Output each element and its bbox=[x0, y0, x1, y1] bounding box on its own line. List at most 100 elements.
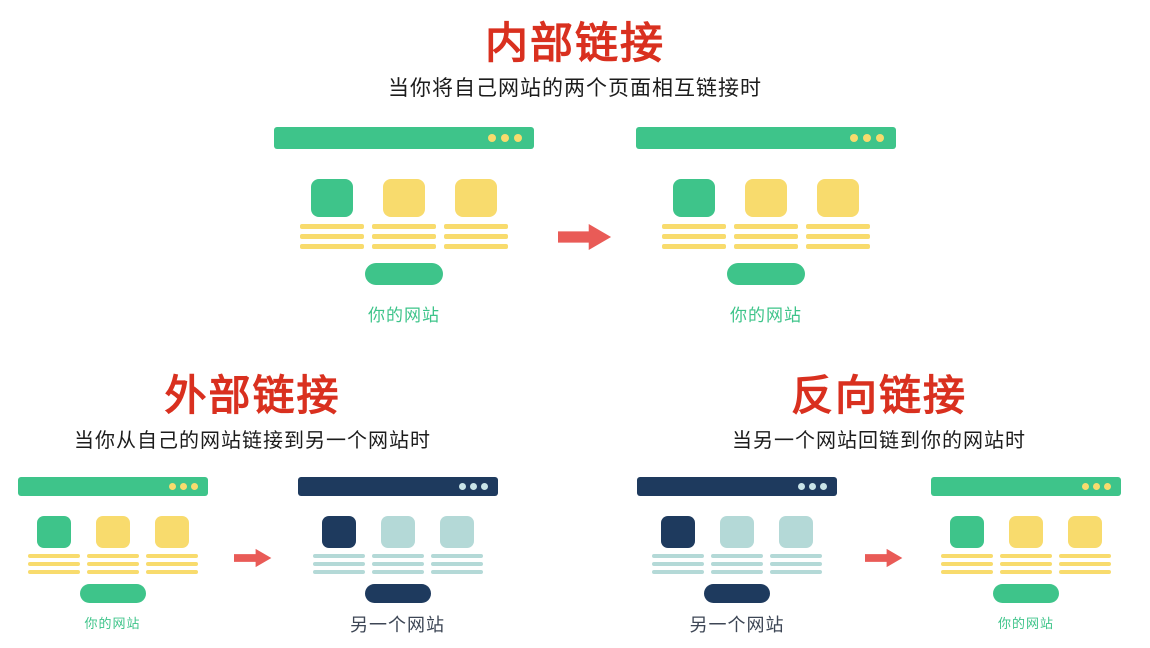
text-line bbox=[312, 570, 365, 574]
text-line bbox=[1059, 570, 1111, 574]
content-column bbox=[145, 516, 198, 574]
text-line bbox=[941, 570, 993, 574]
text-line bbox=[711, 570, 763, 574]
footer-pill bbox=[704, 584, 770, 603]
text-line bbox=[1000, 554, 1052, 558]
browser-dot-icon bbox=[501, 134, 509, 142]
text-line bbox=[806, 244, 870, 249]
browser-bar bbox=[297, 477, 498, 496]
backlinks-subtitle: 当另一个网站回链到你的网站时 bbox=[732, 430, 1026, 452]
text-line bbox=[444, 224, 508, 229]
text-line bbox=[711, 562, 763, 566]
text-line bbox=[371, 554, 424, 558]
text-line bbox=[372, 234, 436, 239]
text-line bbox=[770, 570, 822, 574]
browser-dot-icon bbox=[480, 483, 488, 490]
browser-dot-icon bbox=[168, 483, 176, 490]
browser-dot-icon bbox=[469, 483, 477, 490]
website-mockup-your-site: 你的网站 bbox=[274, 127, 534, 326]
browser-dot-icon bbox=[190, 483, 198, 490]
external-links-diagram: 你的网站 另一个网站 bbox=[17, 477, 498, 637]
content-block bbox=[321, 516, 356, 548]
footer-pill bbox=[79, 584, 146, 603]
content-column bbox=[662, 179, 726, 249]
text-line bbox=[300, 244, 364, 249]
browser-bar bbox=[274, 127, 534, 149]
text-line bbox=[734, 234, 798, 239]
text-line bbox=[652, 562, 704, 566]
text-line bbox=[444, 244, 508, 249]
text-line bbox=[430, 562, 483, 566]
text-line bbox=[662, 244, 726, 249]
content-block bbox=[673, 179, 715, 217]
section-external-links: 外部链接 当你从自己的网站链接到另一个网站时 你的网站 bbox=[0, 372, 505, 637]
text-line bbox=[371, 562, 424, 566]
website-mockup-your-site: 你的网站 bbox=[636, 127, 896, 326]
content-column bbox=[652, 516, 704, 574]
content-block bbox=[950, 516, 984, 548]
text-line bbox=[1000, 570, 1052, 574]
browser-bar bbox=[636, 127, 896, 149]
footer-pill bbox=[727, 263, 805, 285]
content-column bbox=[1000, 516, 1052, 574]
browser-dot-icon bbox=[1104, 483, 1111, 490]
site-label: 你的网站 bbox=[84, 616, 141, 631]
text-line bbox=[372, 224, 436, 229]
website-mockup-other-site: 另一个网站 bbox=[637, 477, 837, 637]
backlinks-diagram: 另一个网站 你的网站 bbox=[637, 477, 1121, 637]
text-line bbox=[1059, 554, 1111, 558]
content-column bbox=[806, 179, 870, 249]
internal-links-title: 内部链接 bbox=[485, 20, 665, 68]
text-line bbox=[662, 224, 726, 229]
text-line bbox=[371, 570, 424, 574]
page-content bbox=[312, 516, 483, 574]
site-label: 另一个网站 bbox=[689, 615, 785, 635]
page-content bbox=[662, 179, 870, 249]
text-line bbox=[300, 234, 364, 239]
browser-dot-icon bbox=[850, 134, 858, 142]
arrow-right-icon bbox=[558, 223, 612, 251]
text-line bbox=[86, 562, 139, 566]
page-content bbox=[941, 516, 1111, 574]
text-line bbox=[652, 554, 704, 558]
page-content bbox=[27, 516, 198, 574]
content-block bbox=[661, 516, 695, 548]
text-line bbox=[711, 554, 763, 558]
browser-dot-icon bbox=[809, 483, 816, 490]
browser-dot-icon bbox=[514, 134, 522, 142]
page-content bbox=[300, 179, 508, 249]
content-block bbox=[720, 516, 754, 548]
content-column bbox=[86, 516, 139, 574]
text-line bbox=[312, 562, 365, 566]
text-line bbox=[806, 234, 870, 239]
text-line bbox=[941, 554, 993, 558]
content-column bbox=[312, 516, 365, 574]
content-column bbox=[371, 516, 424, 574]
content-block bbox=[36, 516, 71, 548]
browser-dot-icon bbox=[1093, 483, 1100, 490]
content-column bbox=[372, 179, 436, 249]
page-content bbox=[652, 516, 822, 574]
section-internal-links: 内部链接 当你将自己网站的两个页面相互链接时 你的网站 bbox=[0, 20, 1150, 326]
text-line bbox=[444, 234, 508, 239]
text-line bbox=[1059, 562, 1111, 566]
footer-pill bbox=[993, 584, 1059, 603]
content-column bbox=[444, 179, 508, 249]
browser-dot-icon bbox=[863, 134, 871, 142]
browser-dot-icon bbox=[820, 483, 827, 490]
site-label: 你的网站 bbox=[730, 306, 802, 325]
external-links-title: 外部链接 bbox=[164, 372, 341, 419]
website-mockup-your-site: 你的网站 bbox=[931, 477, 1121, 632]
content-column bbox=[770, 516, 822, 574]
text-line bbox=[27, 570, 80, 574]
site-label: 你的网站 bbox=[368, 306, 440, 325]
browser-dot-icon bbox=[179, 483, 187, 490]
text-line bbox=[430, 570, 483, 574]
browser-dot-icon bbox=[798, 483, 805, 490]
text-line bbox=[86, 570, 139, 574]
text-line bbox=[312, 554, 365, 558]
content-block bbox=[745, 179, 787, 217]
content-column bbox=[1059, 516, 1111, 574]
content-block bbox=[95, 516, 130, 548]
